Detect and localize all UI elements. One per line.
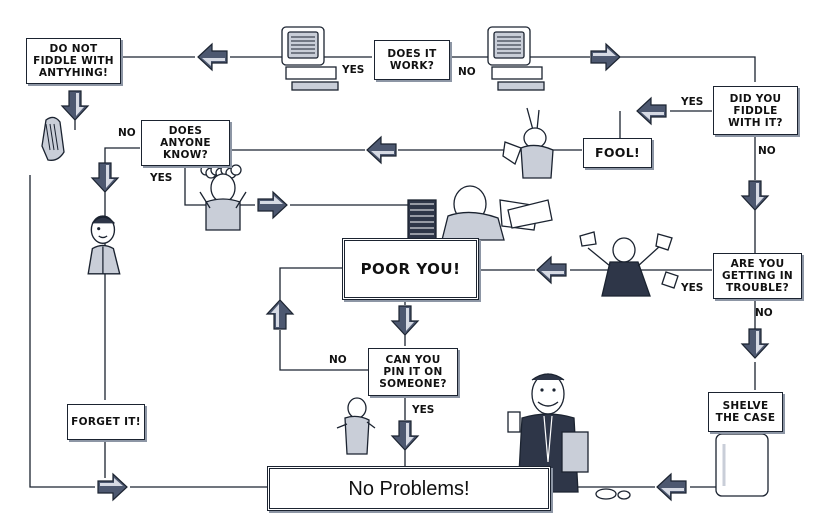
hand-icon — [42, 117, 64, 160]
flow-arrow-up — [267, 300, 293, 329]
computer-icon — [282, 27, 338, 90]
flow-arrow-left — [198, 44, 227, 70]
worried-person-icon — [200, 165, 246, 230]
label-works-no: NO — [458, 66, 476, 78]
label-trouble-yes: YES — [681, 282, 703, 294]
does-anyone-know-box: DOES ANYONE KNOW? — [141, 120, 230, 166]
small-person-icon — [337, 398, 375, 454]
flow-arrow-left — [537, 257, 566, 283]
connector — [280, 268, 343, 300]
label-trouble-no: NO — [755, 307, 773, 319]
shelve-the-case-box: SHELVE THE CASE — [708, 392, 783, 432]
flow-arrow-down — [392, 306, 418, 335]
flow-arrow-left — [637, 98, 666, 124]
flow-arrow-right — [258, 192, 287, 218]
poor-you-box: POOR YOU! — [342, 238, 479, 300]
flow-arrow-right — [98, 474, 127, 500]
no-problems-box: No Problems! — [267, 466, 551, 511]
small-creature-icon — [596, 489, 630, 499]
flow-arrow-left — [367, 137, 396, 163]
label-anyone-no: NO — [118, 127, 136, 139]
flow-arrow-down — [742, 329, 768, 358]
do-not-fiddle-box: DO NOT FIDDLE WITH ANTYHING! — [26, 38, 121, 84]
flow-arrow-down — [92, 163, 118, 192]
flow-arrow-down — [742, 181, 768, 210]
panicking-person-icon — [580, 232, 678, 296]
connector — [30, 175, 95, 487]
fool-box: FOOL! — [583, 138, 652, 168]
can-you-pin-it-box: CAN YOU PIN IT ON SOMEONE? — [368, 348, 458, 396]
papers-pile-icon — [408, 186, 552, 240]
flow-arrow-right — [591, 44, 620, 70]
label-anyone-yes: YES — [150, 172, 172, 184]
flow-arrow-left — [657, 474, 686, 500]
flow-arrow-down — [62, 91, 88, 120]
label-pin-yes: YES — [412, 404, 434, 416]
are-you-getting-in-trouble-box: ARE YOU GETTING IN TROUBLE? — [713, 253, 802, 299]
label-pin-no: NO — [329, 354, 347, 366]
label-fiddle-yes: YES — [681, 96, 703, 108]
flow-arrow-down — [392, 421, 418, 450]
person-icon — [88, 216, 120, 274]
connector — [620, 57, 755, 82]
did-you-fiddle-box: DID YOU FIDDLE WITH IT? — [713, 86, 798, 135]
rabbit-icon — [503, 108, 553, 178]
jar-icon — [716, 424, 768, 496]
forget-it-box: FORGET IT! — [67, 404, 145, 440]
computer-icon — [488, 27, 544, 90]
label-works-yes: YES — [342, 64, 364, 76]
label-fiddle-no: NO — [758, 145, 776, 157]
does-it-work-box: DOES IT WORK? — [374, 40, 450, 80]
connector — [280, 330, 368, 370]
